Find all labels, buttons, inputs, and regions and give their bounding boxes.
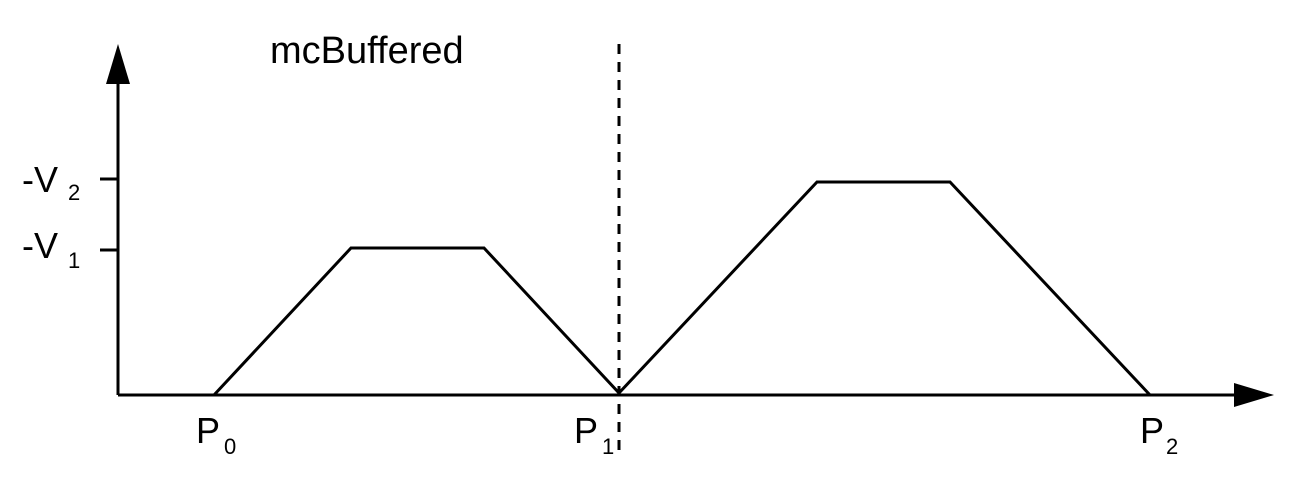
diagram-title: mcBuffered	[270, 30, 464, 72]
motion-profile-2	[617, 180, 1152, 397]
x-label-p0: P 0	[196, 410, 236, 459]
y-label-v2-main: -V	[22, 159, 58, 200]
x-label-p2-sub: 2	[1166, 434, 1178, 459]
x-label-p0-sub: 0	[224, 434, 236, 459]
motion-profile-1	[212, 246, 621, 397]
y-label-v2: -V 2	[22, 159, 80, 205]
x-label-p2-main: P	[1140, 410, 1164, 451]
y-label-v1-main: -V	[22, 225, 58, 266]
x-label-p1: P 1	[574, 410, 614, 459]
y-label-v1-sub: 1	[68, 248, 80, 273]
x-label-p1-main: P	[574, 410, 598, 451]
x-label-p1-sub: 1	[602, 434, 614, 459]
x-label-p0-main: P	[196, 410, 220, 451]
x-axis-arrowhead	[1234, 383, 1274, 407]
y-label-v1: -V 1	[22, 225, 80, 273]
x-label-p2: P 2	[1140, 410, 1178, 459]
y-axis-arrowhead	[106, 44, 130, 84]
y-label-v2-sub: 2	[68, 180, 80, 205]
